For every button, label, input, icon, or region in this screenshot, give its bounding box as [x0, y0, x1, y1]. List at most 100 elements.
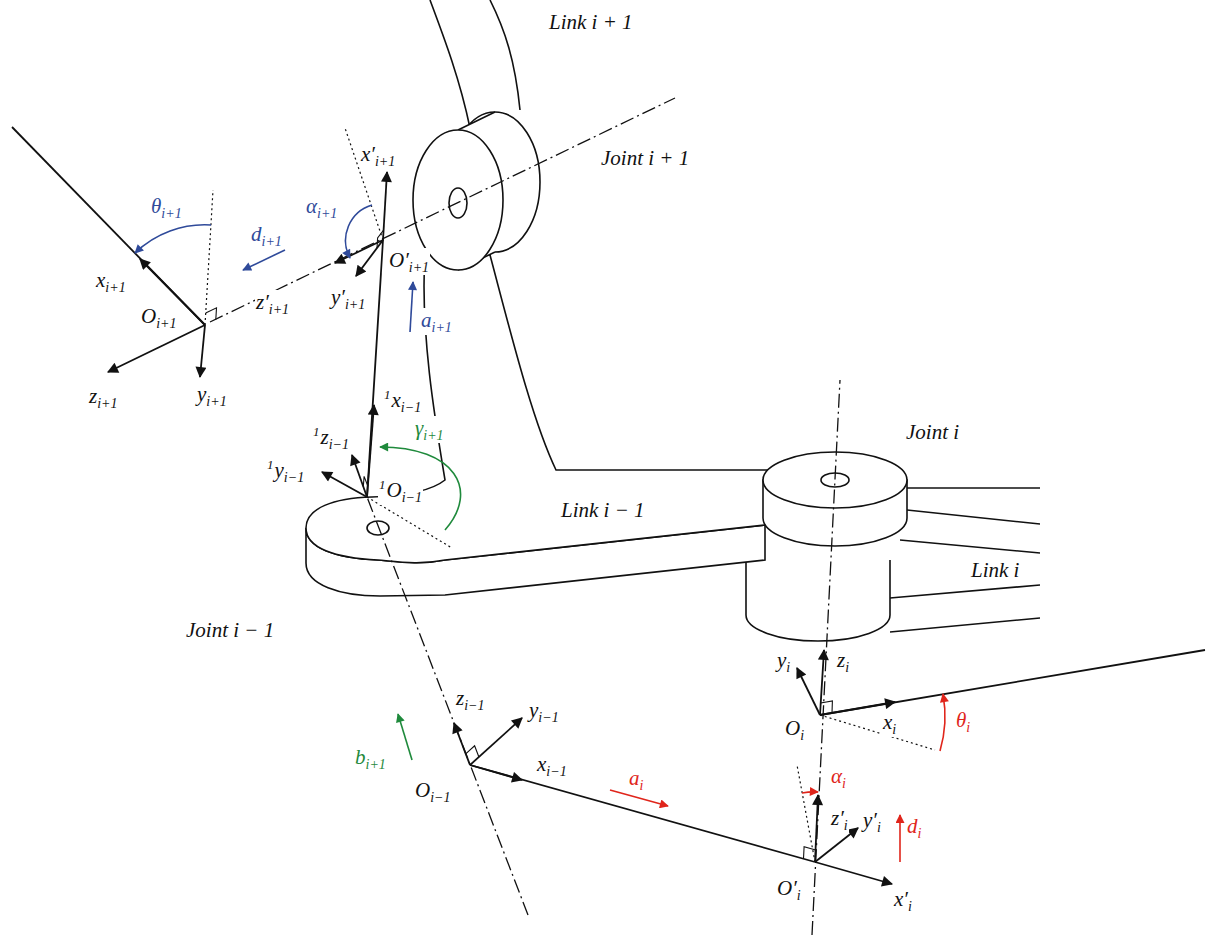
axis-label: Link i: [970, 558, 1020, 582]
label-part: x′: [894, 887, 908, 911]
label-part: O′: [777, 876, 797, 900]
frame-axes: [12, 127, 1205, 884]
axis-label: Link i − 1: [560, 498, 646, 522]
joint-hole: [367, 521, 389, 535]
label-part: z: [837, 648, 845, 672]
label-part: O: [387, 478, 402, 502]
label-part: i: [842, 776, 846, 791]
right-angle-mark: [363, 476, 368, 486]
label-part: O: [141, 304, 156, 328]
link-outline: [900, 540, 1040, 553]
axis-label: Oi: [784, 716, 805, 743]
axis-label: xi−1: [536, 752, 568, 779]
link-outline: [890, 585, 1040, 598]
parameter-arrows: [135, 205, 945, 862]
axis-arrow: [470, 765, 522, 780]
label-part: x: [537, 752, 546, 776]
link-outline: [490, 0, 520, 110]
label-part: a: [421, 308, 432, 332]
axis-label: zi+1: [88, 384, 119, 411]
label-part: i+1: [409, 260, 429, 275]
reference-lines: [205, 128, 935, 862]
axis-label: ai+1: [420, 308, 453, 335]
label-part: Link i: [971, 558, 1019, 582]
axis-label: y′i+1: [330, 285, 366, 312]
parameter-arrow: [410, 282, 413, 332]
label-part: i−1: [538, 710, 558, 725]
label-part: x′: [361, 142, 375, 166]
label-part: 1: [379, 477, 386, 492]
right-angle-mark: [466, 746, 479, 757]
axis-label: zi−1: [455, 686, 486, 713]
label-part: i+1: [105, 280, 125, 295]
right-angle-marks: [206, 230, 833, 859]
label-part: i+1: [206, 394, 226, 409]
parameter-arc: [940, 694, 945, 751]
label-part: α: [831, 764, 842, 788]
parameter-arrow: [243, 250, 285, 270]
axis-arrow: [815, 862, 892, 884]
link-outline: [746, 560, 890, 641]
label-part: i: [800, 728, 804, 743]
axis-label: 1yi−1: [266, 458, 305, 485]
label-part: y: [197, 382, 206, 406]
label-part: i−1: [430, 790, 450, 805]
label-part: i: [786, 660, 790, 675]
parameter-arrow: [398, 714, 412, 760]
axis-arrow: [815, 795, 818, 862]
label-part: O: [785, 716, 800, 740]
axis-label: di+1: [250, 222, 283, 249]
axis-arrow: [383, 172, 387, 240]
axis-label: 1xi−1: [383, 388, 422, 415]
parameter-arrow: [899, 815, 901, 862]
label-part: i+1: [375, 154, 395, 169]
axis-label: 1zi−1: [312, 425, 350, 452]
label-part: z: [456, 686, 464, 710]
dotted-line: [820, 715, 935, 750]
label-part: i−1: [329, 437, 349, 452]
axis-arrow: [820, 650, 824, 715]
joint-axes: [210, 98, 840, 935]
label-part: i: [797, 888, 801, 903]
label-part: y′: [863, 808, 877, 832]
axis-label: Oi−1: [414, 778, 452, 805]
axis-label: x′i+1: [360, 142, 396, 169]
label-part: i+1: [161, 206, 181, 221]
label-part: Joint i − 1: [186, 618, 274, 642]
label-part: d: [907, 814, 918, 838]
label-part: i+1: [432, 320, 452, 335]
label-part: i: [966, 720, 970, 735]
right-angle-mark: [821, 701, 833, 713]
label-part: Joint i: [906, 420, 959, 444]
label-part: i−1: [401, 400, 421, 415]
label-part: y: [529, 698, 538, 722]
right-angle-mark: [377, 230, 384, 248]
label-part: i+1: [366, 757, 386, 772]
axis-label: Oi+1: [140, 304, 178, 331]
label-part: b: [355, 745, 366, 769]
label-part: θ: [956, 708, 966, 732]
label-part: i: [892, 722, 896, 737]
dotted-line: [797, 765, 815, 862]
label-part: Link i + 1: [549, 10, 633, 34]
axis-arrow: [200, 325, 205, 377]
axis-label: bi+1: [354, 745, 387, 772]
common-normal: [820, 650, 1205, 715]
link-outline: [907, 510, 1040, 524]
label-part: i+1: [423, 428, 443, 443]
common-normal: [367, 240, 383, 497]
label-part: i−1: [402, 490, 422, 505]
label-part: Joint i + 1: [601, 146, 689, 170]
axis-label: z′i: [830, 806, 849, 833]
label-part: i−1: [284, 470, 304, 485]
label-part: 1: [267, 457, 274, 472]
axis-label: O′i: [776, 876, 802, 903]
axis-label: di: [906, 814, 922, 841]
label-part: i: [908, 899, 912, 914]
axis-label: θi+1: [150, 194, 183, 221]
axis-arrow: [470, 718, 522, 765]
label-part: i+1: [317, 206, 337, 221]
label-part: x: [96, 268, 105, 292]
label-part: i+1: [156, 316, 176, 331]
label-part: z: [89, 384, 97, 408]
